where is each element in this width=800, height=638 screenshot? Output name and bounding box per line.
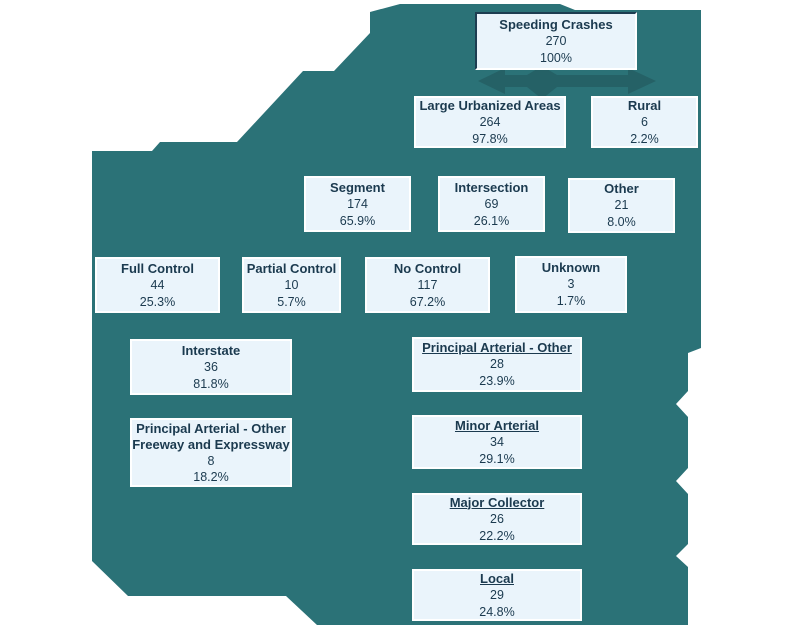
- node-major-collector: Major Collector 26 22.2%: [412, 493, 582, 545]
- node-value: 8: [207, 453, 215, 468]
- node-large-urbanized-areas: Large Urbanized Areas 264 97.8%: [414, 96, 566, 148]
- node-label: Interstate: [181, 342, 241, 358]
- node-percent: 100%: [540, 50, 572, 65]
- node-percent: 26.1%: [473, 213, 510, 228]
- node-full-control: Full Control 44 25.3%: [95, 257, 220, 313]
- double-arrow-icon: [478, 66, 656, 99]
- node-value: 36: [204, 359, 218, 374]
- node-label: Large Urbanized Areas: [419, 97, 561, 113]
- node-unknown: Unknown 3 1.7%: [515, 256, 627, 313]
- node-label: Rural: [627, 97, 662, 113]
- node-label: Full Control: [121, 260, 194, 276]
- node-percent: 24.8%: [479, 604, 515, 619]
- node-label: Major Collector: [449, 494, 545, 510]
- node-label: Minor Arterial: [454, 417, 540, 433]
- node-interstate: Interstate 36 81.8%: [130, 339, 292, 395]
- node-label: Speeding Crashes: [499, 16, 613, 32]
- node-percent: 97.8%: [472, 131, 508, 146]
- node-value: 6: [641, 114, 648, 129]
- node-label: No Control: [393, 260, 462, 276]
- node-principal-arterial-other-freeway-expressway: Principal Arterial - Other Freeway and E…: [130, 418, 292, 487]
- node-segment: Segment 174 65.9%: [304, 176, 411, 232]
- node-value: 26: [490, 511, 504, 526]
- node-value: 10: [284, 277, 299, 292]
- node-label: Local: [480, 570, 514, 586]
- node-label: Partial Control: [246, 260, 337, 276]
- node-minor-arterial: Minor Arterial 34 29.1%: [412, 415, 582, 469]
- node-label: Intersection: [454, 179, 529, 195]
- node-percent: 22.2%: [479, 528, 515, 543]
- node-other: Other 21 8.0%: [568, 178, 675, 233]
- node-value: 29: [490, 587, 504, 602]
- node-label: Segment: [330, 179, 385, 195]
- node-percent: 65.9%: [339, 213, 376, 228]
- node-percent: 5.7%: [277, 294, 306, 309]
- node-no-control: No Control 117 67.2%: [365, 257, 490, 313]
- node-local: Local 29 24.8%: [412, 569, 582, 621]
- node-percent: 18.2%: [193, 469, 229, 484]
- node-value: 264: [479, 114, 501, 129]
- node-value: 28: [490, 357, 504, 371]
- node-percent: 67.2%: [409, 294, 446, 309]
- node-percent: 2.2%: [630, 131, 659, 146]
- node-value: 3: [567, 277, 575, 291]
- node-partial-control: Partial Control 10 5.7%: [242, 257, 341, 313]
- node-percent: 23.9%: [479, 374, 515, 388]
- node-label: Other: [604, 181, 639, 196]
- node-principal-arterial-other: Principal Arterial - Other 28 23.9%: [412, 337, 582, 392]
- node-value: 174: [347, 196, 368, 211]
- node-percent: 25.3%: [139, 294, 176, 309]
- node-intersection: Intersection 69 26.1%: [438, 176, 545, 232]
- node-label: Principal Arterial - Other: [422, 340, 572, 355]
- node-label: Principal Arterial - Other Freeway and E…: [132, 420, 290, 452]
- node-percent: 29.1%: [479, 451, 515, 466]
- node-speeding-crashes: Speeding Crashes 270 100%: [475, 12, 637, 70]
- node-value: 34: [490, 434, 504, 449]
- node-value: 69: [484, 196, 499, 211]
- node-value: 44: [150, 277, 165, 292]
- node-percent: 8.0%: [607, 215, 636, 229]
- node-label: Unknown: [541, 260, 601, 275]
- node-rural: Rural 6 2.2%: [591, 96, 698, 148]
- node-value: 117: [417, 277, 438, 292]
- node-value: 21: [614, 198, 629, 212]
- node-percent: 81.8%: [193, 376, 229, 391]
- node-value: 270: [545, 33, 567, 48]
- node-percent: 1.7%: [556, 294, 586, 308]
